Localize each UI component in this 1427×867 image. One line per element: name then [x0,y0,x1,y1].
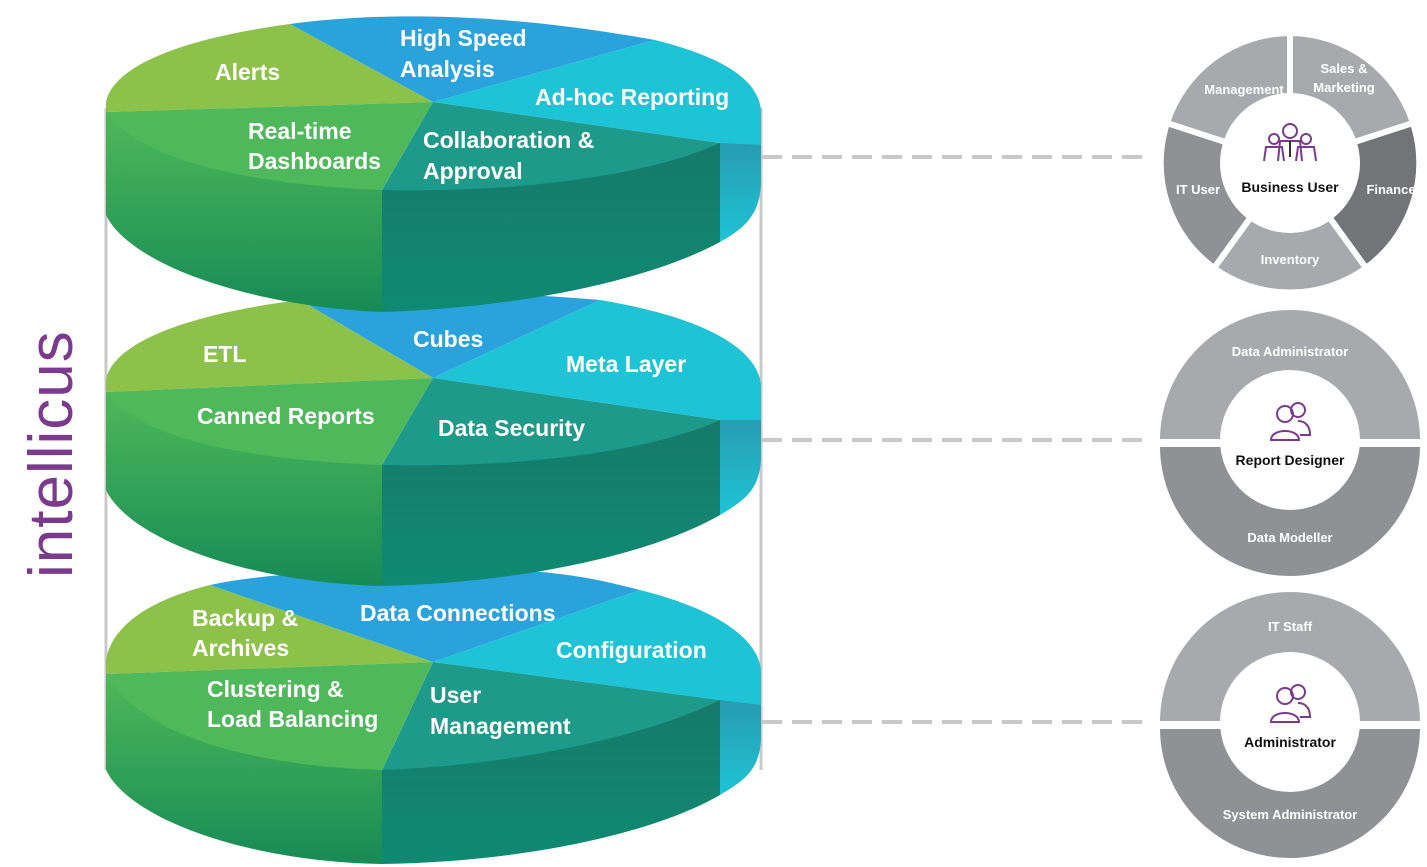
persona-business-user: Business User Management Sales & Marketi… [1157,29,1423,296]
label-sales-1: Sales & [1321,61,1368,76]
label-it-staff: IT Staff [1268,619,1313,634]
label-backup-1: Backup & [192,605,298,631]
slice-alerts [106,24,433,112]
label-management: Management [1204,82,1284,97]
segment-system-administrator [1160,728,1420,858]
slice-data-security [382,378,720,466]
label-canned: Canned Reports [197,403,375,429]
label-speed-2: Analysis [400,56,495,82]
slice-realtime [106,102,433,190]
slice-configuration [433,590,761,705]
label-administrator: Administrator [1244,734,1336,750]
slice-canned-reports [106,378,433,465]
label-configuration: Configuration [556,637,707,663]
slice-backup [106,585,433,674]
label-clustering-1: Clustering & [207,676,344,702]
label-security: Data Security [438,415,585,441]
segment-data-modeller [1160,446,1420,576]
label-backup-2: Archives [192,635,289,661]
label-report-designer: Report Designer [1236,452,1345,468]
label-clustering-2: Load Balancing [207,706,378,732]
label-collab-2: Approval [423,158,523,184]
layer3-side-mid [382,700,720,864]
center-disc [1220,93,1360,233]
layer-consumption: Alerts High Speed Analysis Ad-hoc Report… [106,16,761,312]
slice-user-management [382,662,720,770]
label-realtime-1: Real-time [248,118,352,144]
label-connections: Data Connections [360,600,556,626]
users-icon [1269,402,1312,441]
layer2-side-left [106,392,382,586]
slice-adhoc [433,40,761,145]
label-data-modeller: Data Modeller [1247,530,1332,545]
label-finance: Finance [1366,182,1415,197]
persona-report-designer: Report Designer Data Administrator Data … [1159,310,1421,576]
persona-administrator: Administrator IT Staff System Administra… [1159,592,1421,858]
label-speed-1: High Speed [400,25,527,51]
layer3-side-right [720,680,761,795]
label-collab-1: Collaboration & [423,127,594,153]
label-etl: ETL [203,341,246,367]
slice-collaboration [382,102,720,191]
label-user-mgmt-1: User [430,682,481,708]
label-data-administrator: Data Administrator [1232,344,1349,359]
slice-high-speed [290,16,655,102]
layer1-side-right [720,120,761,242]
layer-data-platform: Backup & Archives Data Connections Confi… [106,570,761,864]
layer2-side-right [720,395,761,515]
label-cubes: Cubes [413,326,483,352]
slice-etl [106,300,433,392]
label-alerts: Alerts [215,59,280,85]
label-system-administrator: System Administrator [1223,807,1358,822]
label-meta: Meta Layer [566,351,686,377]
label-inventory: Inventory [1261,252,1320,267]
slice-cubes [300,293,600,378]
slice-clustering [106,662,433,770]
label-realtime-2: Dashboards [248,148,381,174]
layer-semantic: ETL Cubes Meta Layer Canned Reports Data… [106,293,761,586]
label-user-mgmt-2: Management [430,713,571,739]
slice-connections [210,570,640,662]
label-adhoc: Ad-hoc Reporting [535,84,729,110]
users-icon [1269,684,1312,723]
label-it-user: IT User [1176,182,1220,197]
brand-logo: intellicus [17,330,86,578]
label-sales-2: Marketing [1313,80,1374,95]
business-users-icon [1263,123,1317,162]
layer1-side-left [106,112,382,312]
label-business-user: Business User [1241,179,1339,195]
